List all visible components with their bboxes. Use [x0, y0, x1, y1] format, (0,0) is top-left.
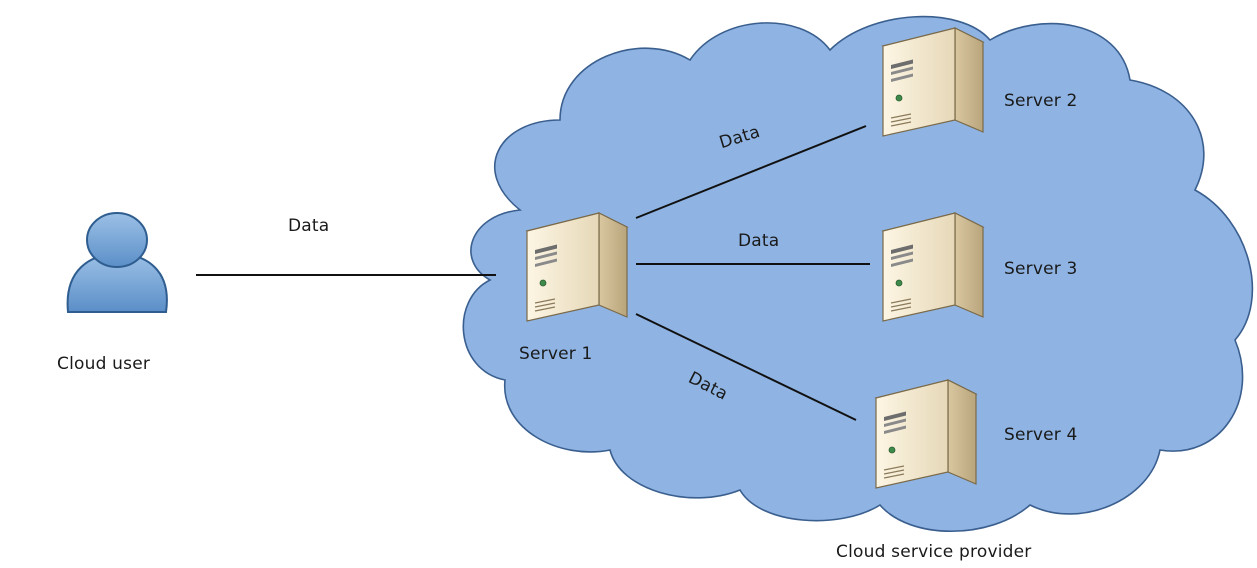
- edge-server1-server2: [635, 125, 867, 219]
- cloud-service-provider-label: Cloud service provider: [836, 542, 1032, 562]
- server-icon: [882, 212, 984, 322]
- cloud-user-label: Cloud user: [57, 354, 151, 374]
- server-3-label: Server 3: [1004, 259, 1078, 279]
- server-icon: [882, 27, 984, 137]
- server-1-label: Server 1: [519, 344, 593, 364]
- user-icon: [66, 212, 168, 313]
- server-4-label: Server 4: [1004, 425, 1078, 445]
- edge-label-user-server1: Data: [288, 216, 330, 236]
- server-icon: [875, 379, 977, 489]
- cloud-icon: [462, 15, 1254, 533]
- server-icon: [526, 212, 628, 322]
- edge-server1-server4: [635, 313, 857, 421]
- server-2-label: Server 2: [1004, 91, 1078, 111]
- edge-label-server1-server3: Data: [738, 231, 780, 251]
